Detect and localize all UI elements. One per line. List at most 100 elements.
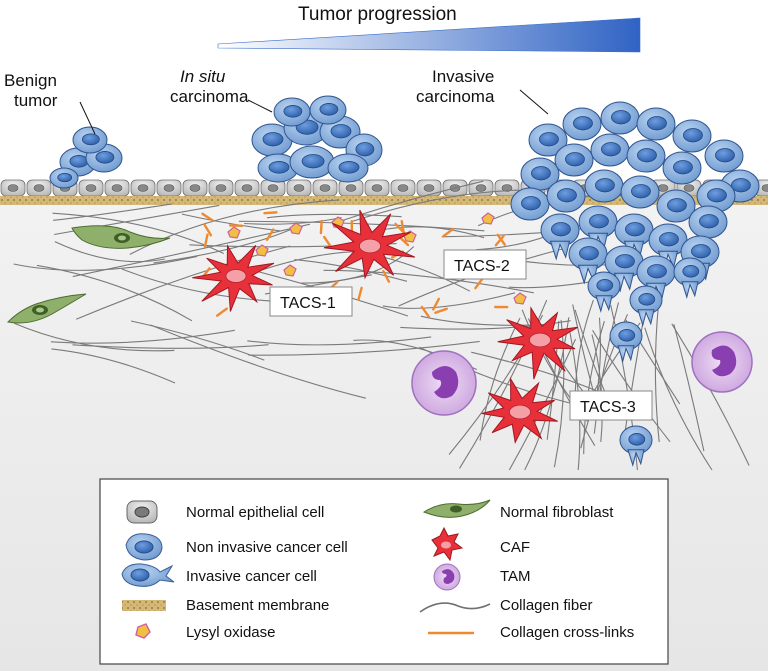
epithelial-cell xyxy=(494,179,520,197)
collagen-fiber xyxy=(72,344,269,349)
epithelial-cell xyxy=(338,179,364,197)
legend-caf: CAF xyxy=(500,539,530,556)
caf-cell xyxy=(323,209,415,280)
collagen-fiber xyxy=(553,319,565,468)
collagen-fiber xyxy=(334,180,484,224)
cancer-cell xyxy=(257,153,299,183)
collagen-crosslink xyxy=(323,235,333,249)
collagen-fiber xyxy=(50,329,235,344)
collagen-crosslink xyxy=(319,219,323,235)
invasive-cancer-cell xyxy=(614,213,654,261)
legend-icon-invasive-cancer xyxy=(121,563,175,587)
epithelial-cell xyxy=(364,179,390,197)
collagen-crosslink xyxy=(442,227,455,238)
invasive-cancer-cell xyxy=(673,257,707,300)
invasive-label-line2: carcinoma xyxy=(416,87,495,106)
cancer-cell xyxy=(546,179,586,213)
legend-tam: TAM xyxy=(500,568,531,585)
legend-non-invasive-cancer: Non invasive cancer cell xyxy=(186,539,348,556)
collagen-crosslink xyxy=(357,286,363,301)
collagen-fiber xyxy=(673,324,705,452)
collagen-fiber xyxy=(153,228,292,264)
collagen-fiber xyxy=(150,324,366,399)
normal-fibroblast xyxy=(6,293,87,324)
lysyl-oxidase xyxy=(513,292,527,305)
cancer-cell xyxy=(510,187,550,221)
collagen-crosslink xyxy=(201,212,214,222)
legend-invasive-cancer: Invasive cancer cell xyxy=(186,568,317,585)
legend-lysyl-oxidase: Lysyl oxidase xyxy=(186,624,276,641)
collagen-fiber xyxy=(323,269,534,294)
basement-membrane xyxy=(0,196,768,205)
collagen-crosslink xyxy=(394,222,406,234)
lysyl-oxidase xyxy=(481,212,495,225)
lysyl-oxidase xyxy=(289,222,303,235)
invasive-cancer-cell xyxy=(609,321,643,364)
collagen-fiber xyxy=(479,317,521,441)
collagen-crosslink xyxy=(203,233,209,248)
cancer-cell xyxy=(688,205,728,239)
collagen-fiber xyxy=(248,340,480,356)
tacs-1-label: TACS-1 xyxy=(269,286,353,317)
progression-title: Tumor progression xyxy=(298,4,457,25)
cancer-cell xyxy=(520,157,560,191)
epithelial-cell xyxy=(416,179,442,197)
insitu-label-line1: In situ xyxy=(180,67,226,86)
cancer-cell xyxy=(562,107,602,141)
legend-icon-basement-membrane xyxy=(122,600,166,611)
tacs-2-label: TACS-2 xyxy=(443,249,527,280)
collagen-fiber xyxy=(130,320,265,361)
caf-cell xyxy=(497,306,578,380)
invasive-cancer-cell xyxy=(604,245,644,293)
legend-icon-lysyl-oxidase xyxy=(135,623,151,639)
lysyl-oxidase xyxy=(255,244,269,257)
tumor-cells xyxy=(49,95,760,468)
cancer-cell xyxy=(273,97,311,127)
legend-icon-normal-fibroblast xyxy=(422,499,491,518)
cancer-cell xyxy=(620,175,660,209)
epithelial-cell xyxy=(234,179,260,197)
collagen-fiber xyxy=(54,204,220,236)
legend: Normal epithelial cell Non invasive canc… xyxy=(99,478,669,665)
collagen-fiber xyxy=(36,264,193,322)
invasive-cancer-cell xyxy=(540,213,580,261)
legend-basement-membrane: Basement membrane xyxy=(186,597,329,614)
collagen-crosslink xyxy=(382,269,391,283)
collagen-crosslink xyxy=(494,234,505,247)
invasive-pointer xyxy=(519,89,549,115)
caf-cells xyxy=(192,209,578,444)
cancer-cell xyxy=(49,167,79,189)
cancer-cell xyxy=(626,139,666,173)
progression-wedge xyxy=(217,17,641,53)
collagen-crosslink xyxy=(474,277,484,290)
collagen-crosslink xyxy=(265,228,275,241)
collagen-fiber xyxy=(644,327,713,471)
collagen-fiber xyxy=(54,241,166,263)
epithelial-cell xyxy=(78,179,104,197)
epithelial-cell xyxy=(130,179,156,197)
collagen-fiber xyxy=(266,213,402,219)
epithelial-cell xyxy=(156,179,182,197)
cancer-cell xyxy=(600,101,640,135)
invasive-label-line1: Invasive xyxy=(432,67,494,86)
cancer-cell xyxy=(662,151,702,185)
collagen-fiber xyxy=(671,323,750,466)
legend-icon-tam xyxy=(433,563,461,591)
insitu-label-line2: carcinoma xyxy=(170,87,249,106)
cancer-cell xyxy=(704,139,744,173)
svg-text:TACS-1: TACS-1 xyxy=(280,295,336,312)
collagen-fiber xyxy=(247,336,432,346)
benign-pointer xyxy=(79,101,96,135)
collagen-fiber xyxy=(591,334,603,442)
epithelial-cell xyxy=(260,179,286,197)
collagen-crosslink xyxy=(432,297,441,311)
cancer-cell xyxy=(636,107,676,141)
epithelial-cell xyxy=(182,179,208,197)
legend-collagen-crosslinks: Collagen cross-links xyxy=(500,624,634,641)
collagen-fiber xyxy=(294,259,408,282)
svg-text:TACS-3: TACS-3 xyxy=(580,399,636,416)
epithelial-cell xyxy=(104,179,130,197)
caf-cell xyxy=(192,244,275,312)
